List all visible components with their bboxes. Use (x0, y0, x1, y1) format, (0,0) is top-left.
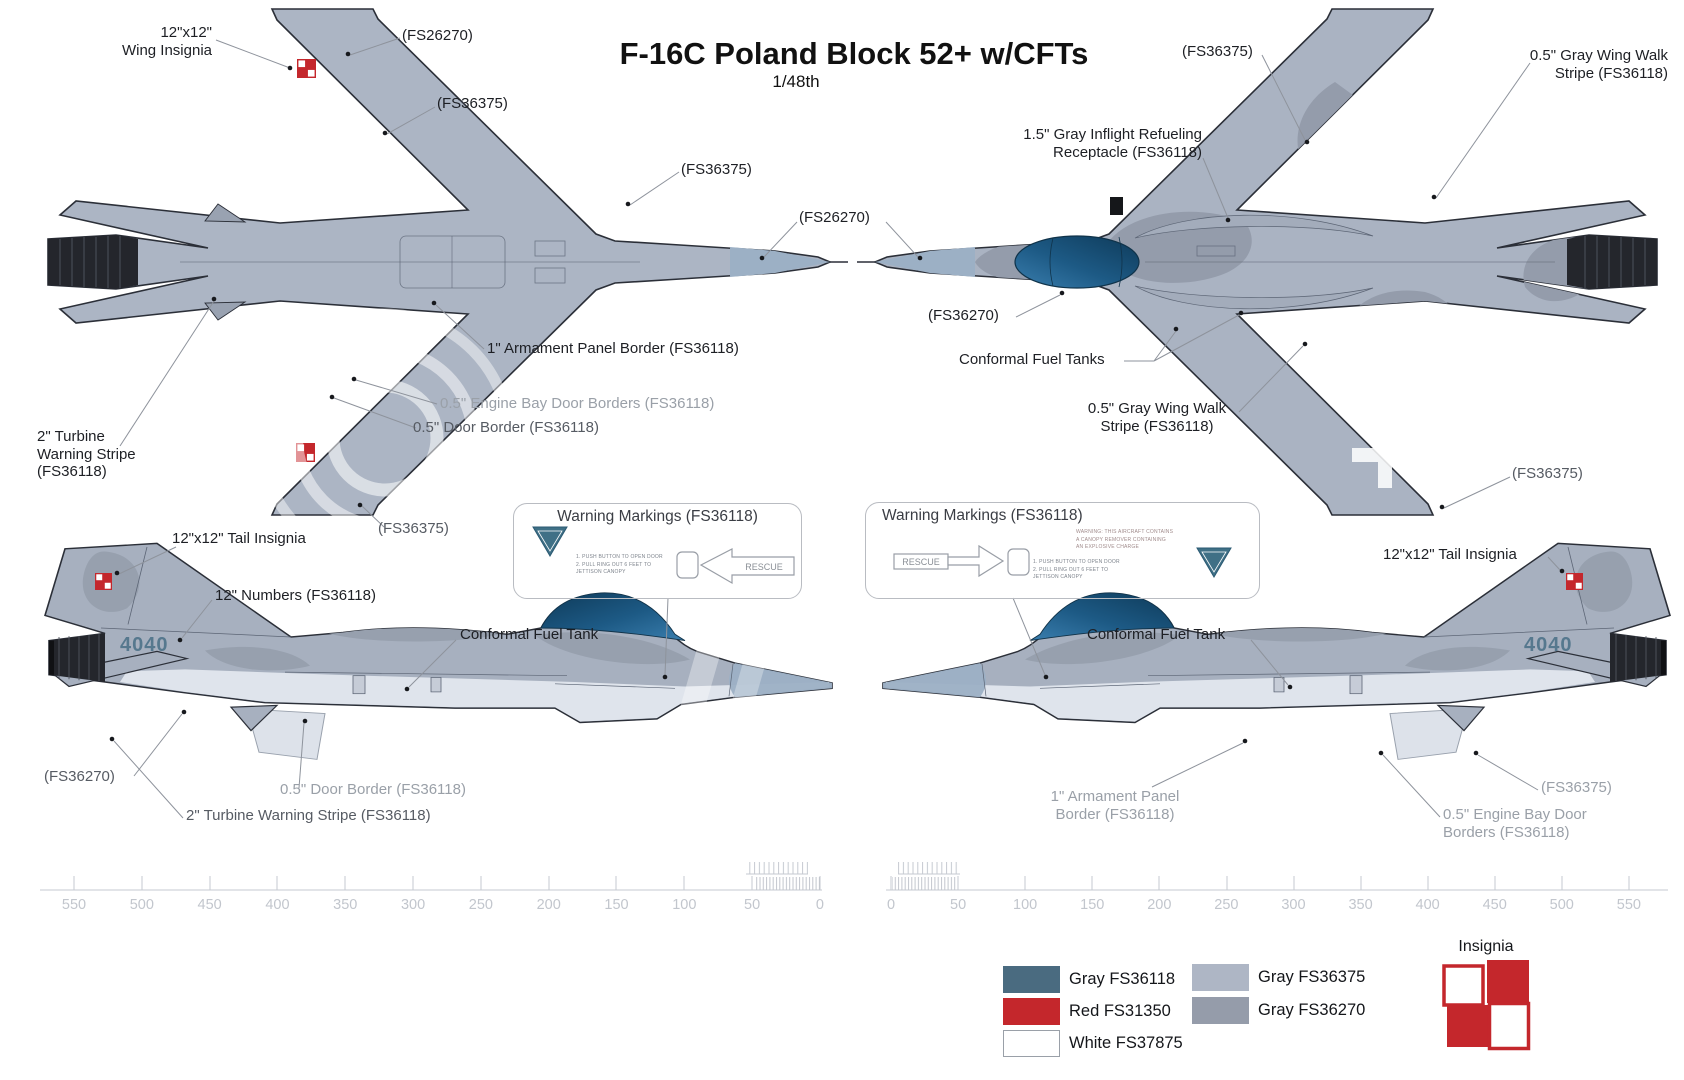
tail-number-left: 4040 (120, 634, 169, 656)
legend-item-fs31350: Red FS31350 (1003, 998, 1171, 1025)
page-title: F-16C Poland Block 52+ w/CFTs (619, 36, 1089, 71)
tail-insignia-right-icon (1566, 573, 1583, 590)
canopy-door-icon (676, 551, 699, 579)
callout-fs26270-nose: (FS26270) (799, 209, 870, 226)
callout-refuel-receptacle: 1.5" Gray Inflight Refueling Receptacle … (1023, 126, 1202, 161)
warning-steps-text-right: 1. PUSH BUTTON TO OPEN DOOR 2. PULL RING… (1033, 559, 1120, 580)
callout-fs36375-right-profile: (FS36375) (1541, 779, 1612, 796)
warning-markings-panel-right: Warning Markings (FS36118) RESCUE 1. PUS… (865, 502, 1260, 599)
legend-insignia-checkerboard-icon (1442, 960, 1531, 1051)
tail-insignia-left-icon (95, 573, 112, 590)
legend-insignia-label: Insignia (1458, 938, 1514, 955)
rescue-arrow-right-icon (947, 544, 1005, 578)
callout-fs36375-left: (FS36375) (1182, 43, 1253, 60)
legend-label: Gray FS36375 (1258, 968, 1366, 986)
legend-label: White FS37875 (1069, 1034, 1183, 1052)
scale-ruler-right (886, 873, 1668, 891)
swatch-fs36118 (1003, 966, 1060, 993)
callout-engine-bay-right-profile: 0.5" Engine Bay Door Borders (FS36118) (1443, 806, 1587, 841)
callout-fs36375-upper: (FS36375) (437, 95, 508, 112)
callout-door-border-left-profile: 0.5" Door Border (FS36118) (280, 781, 466, 798)
callout-cft-tanks: Conformal Fuel Tanks (959, 351, 1105, 368)
callout-tail-numbers: 12" Numbers (FS36118) (215, 587, 376, 604)
callout-engine-bay: 0.5" Engine Bay Door Borders (FS36118) (440, 395, 715, 412)
warning-note-text: WARNING: THIS AIRCRAFT CONTAINS A CANOPY… (1076, 529, 1174, 550)
rescue-label: RESCUE (745, 562, 783, 572)
callout-wing-walk-left: 0.5" Gray Wing Walk Stripe (FS36118) (1087, 400, 1227, 435)
callout-fs36375-mid: (FS36375) (681, 161, 752, 178)
ejection-seat-triangle-icon-right (1196, 547, 1232, 578)
legend-item-fs37875: White FS37875 (1003, 1030, 1183, 1057)
callout-armament-panel: 1" Armament Panel Border (FS36118) (487, 340, 739, 357)
rescue-arrow-left-icon (699, 548, 795, 585)
callout-fs36270-top: (FS36270) (928, 307, 999, 324)
callout-fs36375-stab: (FS36375) (378, 520, 449, 537)
callout-wing-walk-right: 0.5" Gray Wing Walk Stripe (FS36118) (1529, 47, 1668, 82)
bottom-view-aircraft (47, 8, 848, 516)
warning-markings-panel-left: Warning Markings (FS36118) RESCUE 1. PUS… (513, 503, 802, 599)
callout-wing-insignia: 12"x12" Wing Insignia (121, 24, 212, 59)
legend-label: Gray FS36270 (1258, 1001, 1366, 1019)
callout-armament-right-profile: 1" Armament Panel Border (FS36118) (1050, 788, 1180, 823)
ejection-seat-triangle-icon (532, 526, 568, 557)
wing-insignia-top-icon (297, 59, 316, 78)
leader-dots (109, 51, 1565, 756)
swatch-fs36270 (1192, 997, 1249, 1024)
legend-item-fs36118: Gray FS36118 (1003, 966, 1175, 993)
leader-lines (113, 37, 1561, 819)
warning-steps-text: 1. PUSH BUTTON TO OPEN DOOR 2. PULL RING… (576, 554, 663, 575)
warning-panel-art-right: RESCUE (893, 544, 1232, 578)
swatch-fs31350 (1003, 998, 1060, 1025)
swatch-fs37875 (1003, 1030, 1060, 1057)
legend-label: Red FS31350 (1069, 1002, 1171, 1020)
legend-item-fs36375: Gray FS36375 (1192, 964, 1365, 991)
watermark-plus (1352, 422, 1418, 488)
callout-tail-insignia-left: 12"x12" Tail Insignia (172, 530, 306, 547)
callout-fs26270-bottom: (FS26270) (402, 27, 473, 44)
tail-number-right: 4040 (1524, 634, 1573, 656)
warning-panel-title-right: Warning Markings (FS36118) (882, 507, 1083, 524)
scale-ruler-left (40, 873, 822, 891)
rescue-label-right: RESCUE (902, 557, 940, 567)
callout-fs36270-left-profile: (FS36270) (44, 768, 115, 785)
legend-label: Gray FS36118 (1069, 970, 1176, 988)
legend-item-fs36270: Gray FS36270 (1192, 997, 1365, 1024)
callout-cft-left-profile: Conformal Fuel Tank (460, 626, 599, 643)
scale-subtitle: 1/48th (772, 72, 820, 91)
watermark-arcs (255, 308, 1418, 769)
callout-cft-right-profile: Conformal Fuel Tank (1087, 626, 1226, 643)
warning-panel-title: Warning Markings (FS36118) (557, 508, 758, 525)
callout-turbine-stripe: 2" Turbine Warning Stripe (FS36118) (37, 428, 136, 481)
canopy-door-icon-right (1007, 548, 1030, 576)
warning-panel-art-left: RESCUE (532, 526, 795, 585)
spine-antenna (1110, 197, 1123, 215)
callout-tail-insignia-right: 12"x12" Tail Insignia (1383, 546, 1517, 563)
swatch-fs36375 (1192, 964, 1249, 991)
top-view-aircraft (857, 8, 1658, 516)
callout-door-border: 0.5" Door Border (FS36118) (413, 419, 599, 436)
callout-turbine-stripe-left-profile: 2" Turbine Warning Stripe (FS36118) (186, 807, 431, 824)
callout-fs36375-stab-right: (FS36375) (1512, 465, 1583, 482)
